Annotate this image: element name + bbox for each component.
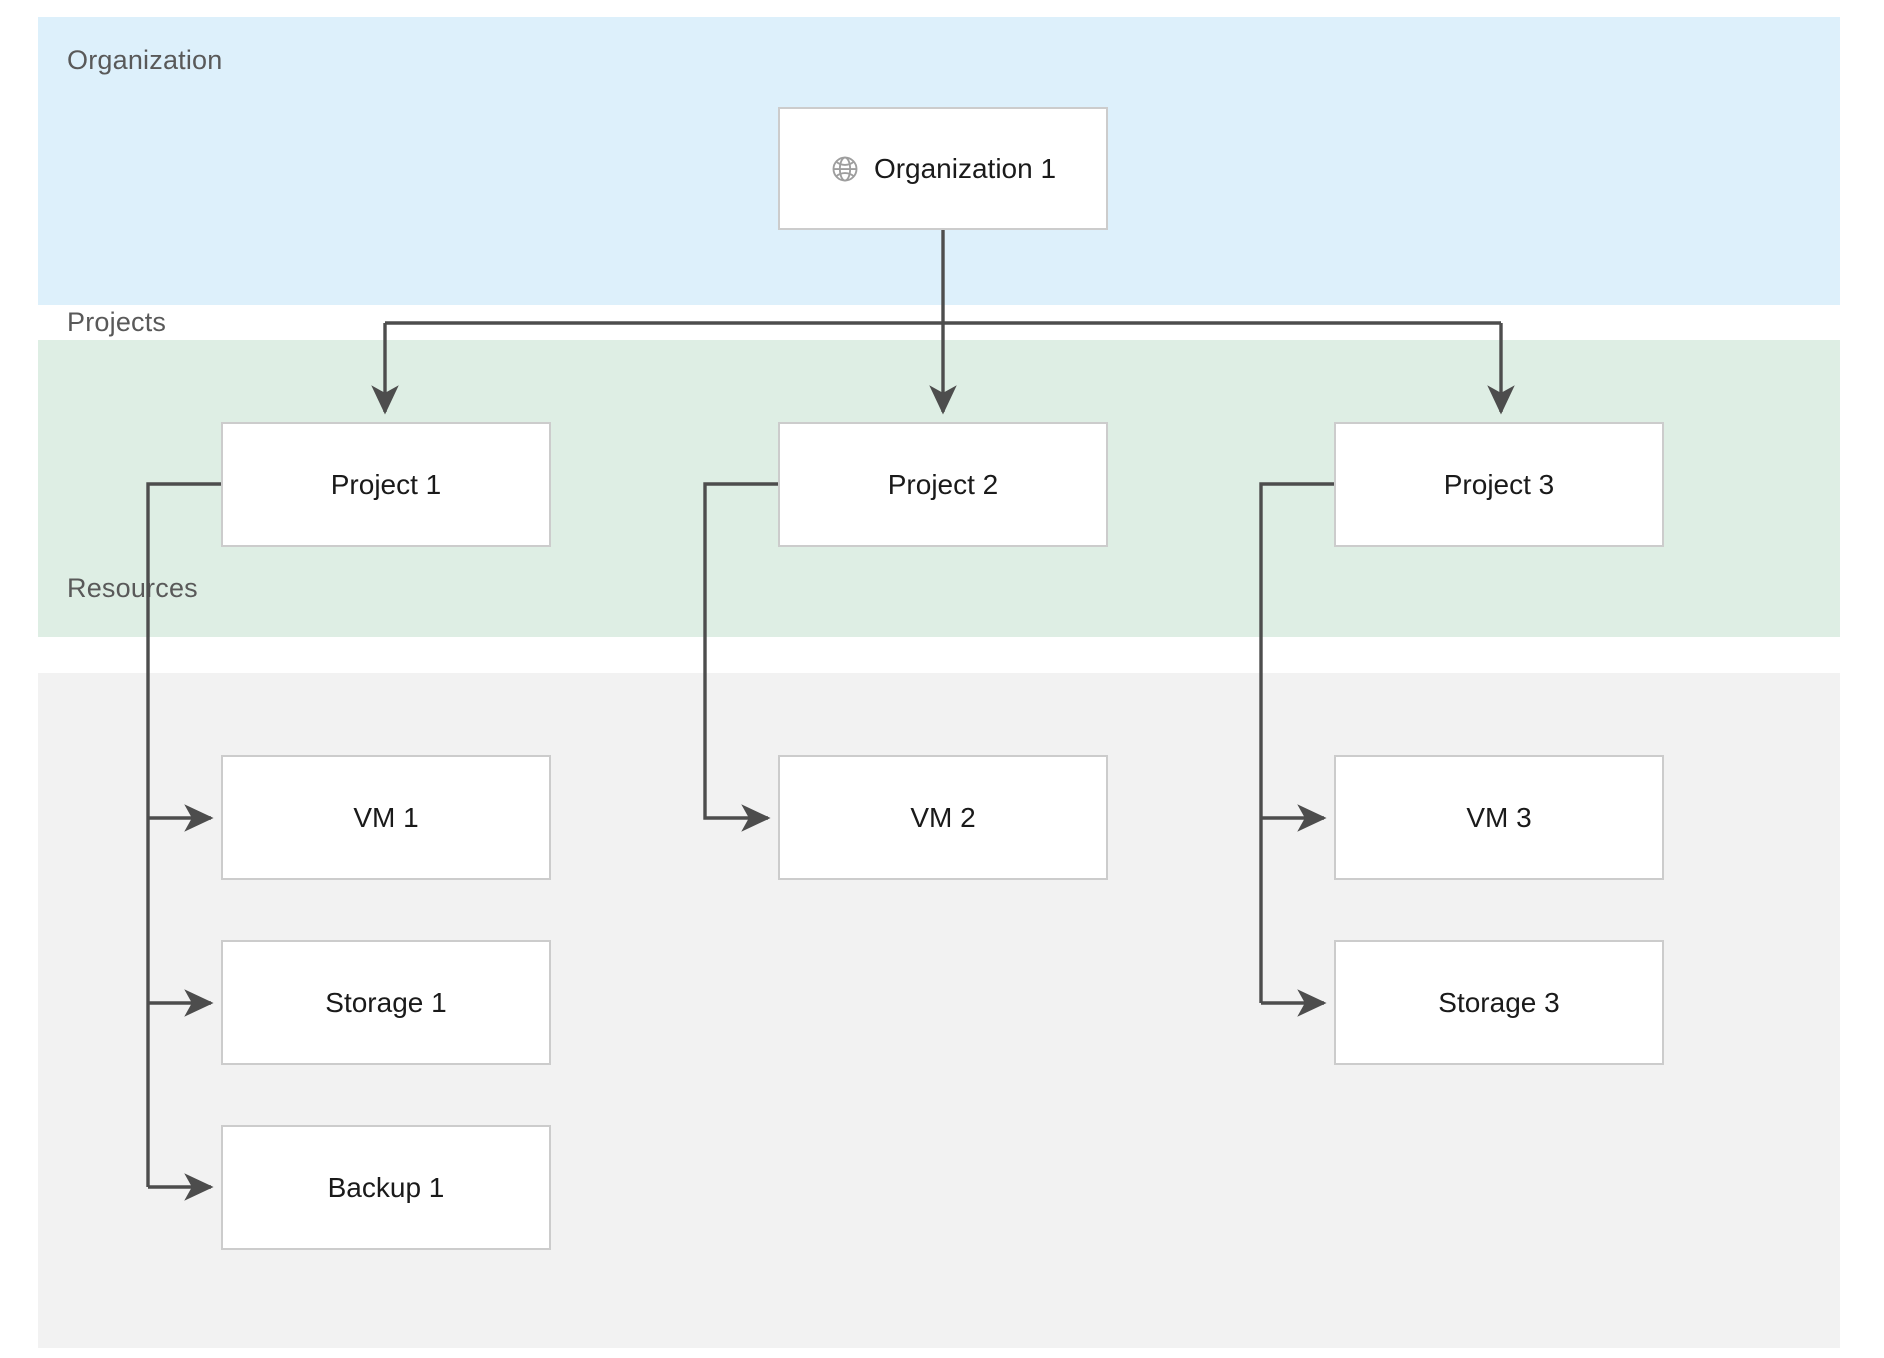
node-storage-3[interactable]: Storage 3 xyxy=(1334,940,1664,1065)
node-project-3[interactable]: Project 3 xyxy=(1334,422,1664,547)
band-label-projects: Projects xyxy=(67,307,167,337)
node-vm-3[interactable]: VM 3 xyxy=(1334,755,1664,880)
node-project-2[interactable]: Project 2 xyxy=(778,422,1108,547)
node-organization-1-label: Organization 1 xyxy=(873,152,1057,184)
globe-icon xyxy=(830,154,860,184)
node-storage-1[interactable]: Storage 1 xyxy=(221,940,551,1065)
node-vm-1-label: VM 1 xyxy=(353,801,419,833)
node-vm-3-label: VM 3 xyxy=(1466,801,1532,833)
node-project-2-label: Project 2 xyxy=(887,468,999,500)
node-project-1-label: Project 1 xyxy=(330,468,442,500)
node-project-3-label: Project 3 xyxy=(1443,468,1555,500)
node-backup-1-label: Backup 1 xyxy=(327,1171,445,1203)
node-vm-2[interactable]: VM 2 xyxy=(778,755,1108,880)
node-organization-1[interactable]: Organization 1 xyxy=(778,107,1108,230)
node-storage-1-label: Storage 1 xyxy=(325,986,447,1018)
node-project-1[interactable]: Project 1 xyxy=(221,422,551,547)
node-backup-1[interactable]: Backup 1 xyxy=(221,1125,551,1250)
node-storage-3-label: Storage 3 xyxy=(1438,986,1560,1018)
band-label-resources: Resources xyxy=(67,573,198,603)
node-vm-2-label: VM 2 xyxy=(910,801,976,833)
node-vm-1[interactable]: VM 1 xyxy=(221,755,551,880)
band-label-organization: Organization xyxy=(67,45,223,75)
